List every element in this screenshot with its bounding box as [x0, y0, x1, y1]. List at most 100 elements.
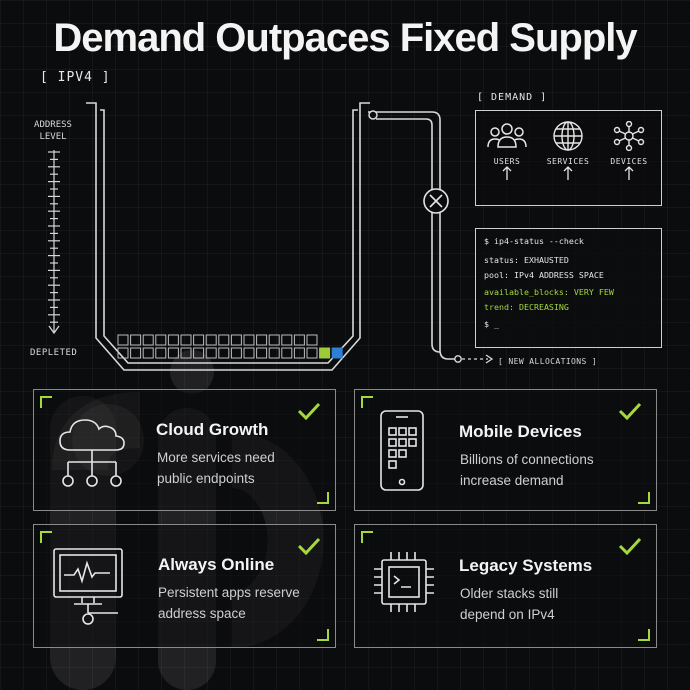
corner-bracket [361, 396, 373, 408]
allocation-arrowhead-icon [485, 354, 494, 364]
card-description-line: depend on IPv4 [460, 607, 555, 622]
allocated-address-block [205, 347, 217, 359]
demand-label-services: SERVICES [546, 157, 590, 166]
card-legacy-systems: Legacy Systems Older stacks still depend… [354, 524, 657, 648]
allocated-address-block [117, 347, 129, 359]
monitor-icon [53, 548, 123, 625]
card-description: Older stacks still depend on IPv4 [460, 583, 630, 625]
demand-item-devices: DEVICES [599, 121, 659, 180]
allocated-address-block [130, 334, 142, 346]
network-nodes-icon [613, 121, 645, 151]
demand-tag: [ DEMAND ] [477, 92, 548, 103]
terminal-pool-line: pool: IPv4 ADDRESS SPACE [484, 270, 604, 280]
allocated-address-block [230, 334, 242, 346]
chip-icon [374, 552, 434, 612]
demand-panel: USERS SERVICES DEVICES [475, 110, 662, 206]
allocated-address-block [268, 334, 280, 346]
allocated-address-block [180, 347, 192, 359]
valve-icon [423, 188, 449, 214]
up-arrow-icon [624, 166, 634, 180]
demand-item-services: SERVICES [538, 121, 598, 180]
address-blocks [117, 334, 343, 359]
allocated-address-block [306, 347, 318, 359]
corner-bracket [40, 531, 52, 543]
supply-pipe-outer [368, 111, 455, 360]
corner-bracket [317, 629, 329, 641]
corner-bracket [638, 492, 650, 504]
allocated-address-block [268, 347, 280, 359]
card-description-line: Persistent apps reserve [158, 585, 300, 600]
allocated-address-block [180, 334, 192, 346]
depleted-label: DEPLETED [30, 348, 78, 358]
card-description: More services need public endpoints [157, 447, 327, 489]
demand-label-users: USERS [493, 157, 521, 166]
pool-container-inner [100, 109, 358, 364]
corner-bracket [361, 531, 373, 543]
allocated-address-block [167, 334, 179, 346]
pipe-joint [368, 110, 378, 120]
terminal-trend-line: trend: DECREASING [484, 302, 569, 312]
allocated-address-block [230, 347, 242, 359]
allocated-address-block [281, 347, 293, 359]
supply-pipe-inner [376, 118, 441, 353]
demand-label-devices: DEVICES [610, 157, 648, 166]
allocated-address-block [142, 347, 154, 359]
allocated-address-block [256, 347, 268, 359]
allocated-address-block [306, 334, 318, 346]
address-level-label: ADDRESS LEVEL [24, 119, 82, 143]
check-icon [297, 537, 321, 555]
allocated-address-block [281, 334, 293, 346]
card-description-line: Older stacks still [460, 586, 559, 601]
allocated-address-block [193, 347, 205, 359]
globe-icon [553, 121, 583, 151]
allocated-address-block [155, 334, 167, 346]
allocated-address-block [243, 334, 255, 346]
cloud-network-icon [59, 419, 125, 487]
card-description: Persistent apps reserve address space [158, 582, 328, 624]
allocated-address-block [205, 334, 217, 346]
pipe-joint-end [454, 355, 462, 363]
card-description: Billions of connections increase demand [460, 449, 630, 491]
up-arrow-icon [502, 166, 512, 180]
allocated-address-block [243, 347, 255, 359]
terminal-available-line: available_blocks: VERY FEW [484, 287, 614, 297]
card-description-line: address space [158, 606, 246, 621]
card-always-online: Always Online Persistent apps reserve ad… [33, 524, 336, 648]
ipv4-pool-diagram [86, 102, 494, 371]
card-description-line: increase demand [460, 473, 564, 488]
page-title: Demand Outpaces Fixed Supply [53, 16, 637, 60]
up-arrow-icon [563, 166, 573, 180]
allocated-address-block [218, 334, 230, 346]
available-address-block [331, 347, 343, 359]
card-cloud-growth: Cloud Growth More services need public e… [33, 389, 336, 511]
gauge-down-arrow-icon [48, 325, 60, 335]
allocated-address-block [193, 334, 205, 346]
terminal-command: $ ip4-status --check [484, 236, 584, 246]
address-level-label-line2: LEVEL [39, 132, 67, 142]
users-icon [487, 123, 527, 148]
allocated-address-block [293, 334, 305, 346]
allocated-address-block [130, 347, 142, 359]
new-allocations-label: [ NEW ALLOCATIONS ] [498, 357, 598, 366]
status-terminal: $ ip4-status --check status: EXHAUSTED p… [475, 228, 662, 348]
allocated-address-block [293, 347, 305, 359]
card-title: Mobile Devices [459, 422, 582, 441]
address-level-gauge [48, 150, 60, 335]
corner-bracket [40, 396, 52, 408]
card-title: Cloud Growth [156, 420, 269, 439]
check-icon [618, 537, 642, 555]
card-title: Always Online [158, 555, 275, 574]
allocated-address-block [218, 347, 230, 359]
card-mobile-devices: Mobile Devices Billions of connections i… [354, 389, 657, 511]
available-address-block [319, 347, 331, 359]
terminal-status-line: status: EXHAUSTED [484, 255, 569, 265]
allocated-address-block [117, 334, 129, 346]
check-icon [618, 402, 642, 420]
card-description-line: More services need [157, 450, 275, 465]
allocated-address-block [167, 347, 179, 359]
allocated-address-block [142, 334, 154, 346]
ipv4-tag: [ IPV4 ] [40, 70, 111, 85]
check-icon [297, 402, 321, 420]
corner-bracket [638, 629, 650, 641]
address-level-label-line1: ADDRESS [34, 120, 72, 130]
